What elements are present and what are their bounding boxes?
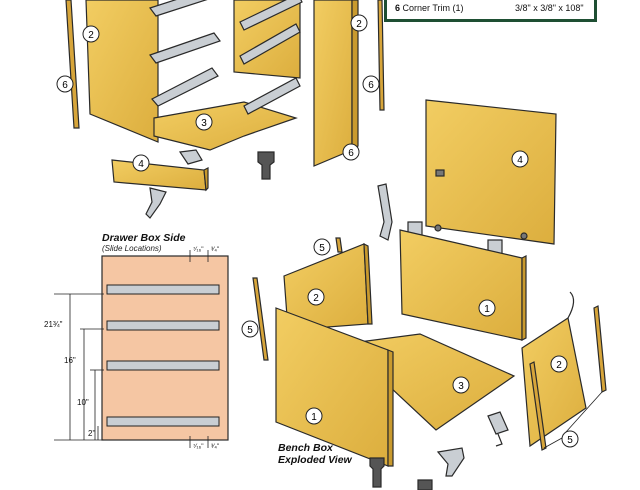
svg-text:2: 2 — [88, 30, 94, 41]
corner-trim — [335, 237, 343, 253]
leveler-foot — [369, 457, 385, 488]
callout-4: 4 — [511, 150, 529, 168]
lid-panel — [425, 99, 557, 245]
callout-2: 2 — [550, 355, 568, 373]
lid-stay-hinge — [377, 183, 393, 241]
drawer-slide — [151, 67, 219, 107]
part-number: 6 — [395, 3, 401, 13]
drawer-slide — [149, 32, 221, 64]
callout-2: 2 — [350, 14, 368, 32]
leveler-foot — [417, 479, 433, 490]
bench-box-title: Bench Box Exploded View — [278, 442, 352, 466]
svg-text:6: 6 — [348, 148, 354, 159]
corner-trim — [593, 305, 607, 393]
dim-2: 2" — [88, 429, 96, 438]
callout-3: 3 — [195, 113, 213, 131]
side-panel-right — [313, 0, 353, 167]
side-panel-right-bench — [521, 317, 587, 448]
hinge-small — [178, 149, 203, 165]
leveler-foot — [257, 151, 275, 180]
drawer-slide — [239, 0, 303, 31]
caster-leg — [145, 187, 167, 219]
svg-text:5: 5 — [319, 243, 325, 254]
callout-5: 5 — [241, 320, 259, 338]
callout-5: 5 — [561, 430, 579, 448]
corner-trim-left — [65, 0, 80, 129]
callout-2: 2 — [82, 25, 100, 43]
hinge-plate — [487, 411, 509, 435]
drawer-side-subtitle: (Slide Locations) — [102, 244, 162, 253]
callout-5: 5 — [313, 238, 331, 256]
caster-leg — [436, 447, 465, 477]
rail-front — [111, 159, 207, 191]
svg-text:4: 4 — [517, 155, 523, 166]
svg-text:2: 2 — [313, 293, 319, 304]
bench-box-title-line2: Exploded View — [278, 454, 352, 466]
drawer-slide — [149, 0, 208, 17]
back-panel — [399, 229, 523, 341]
svg-text:6: 6 — [368, 80, 374, 91]
svg-text:3: 3 — [201, 118, 207, 129]
corner-trim-right — [377, 0, 385, 111]
part-dimensions: 3/8" x 3/8" x 108" — [515, 3, 584, 13]
parts-list-row-corner-trim: 6 Corner Trim (1) 3/8" x 3/8" x 108" — [395, 3, 591, 13]
svg-text:1: 1 — [311, 412, 317, 423]
drawer-side-slide — [106, 284, 220, 427]
svg-text:2: 2 — [356, 19, 362, 30]
bench-box-title-line1: Bench Box — [278, 442, 333, 454]
drawer-slide — [239, 23, 301, 65]
dim-16: 16" — [64, 356, 76, 365]
corner-trim — [529, 361, 547, 451]
part-name: Corner Trim (1) — [402, 3, 464, 13]
callout-4: 4 — [132, 154, 150, 172]
svg-text:5: 5 — [247, 325, 253, 336]
callouts-top: 2 6 2 6 3 6 4 — [56, 14, 380, 172]
svg-text:1: 1 — [484, 304, 490, 315]
drawer-slide — [243, 77, 301, 115]
dim-bottom-a: ⁷⁄₁₆" — [193, 443, 204, 450]
callout-6: 6 — [342, 143, 360, 161]
drawer-side-panel — [54, 250, 229, 448]
corner-trim — [252, 277, 269, 361]
callout-6: 6 — [56, 75, 74, 93]
cabinet-top-assembly — [65, 0, 385, 219]
bench-box-assembly — [252, 229, 607, 490]
callout-1: 1 — [478, 299, 496, 317]
callout-2: 2 — [307, 288, 325, 306]
svg-text:3: 3 — [458, 381, 464, 392]
svg-text:2: 2 — [556, 360, 562, 371]
side-panel-left — [85, 0, 159, 143]
parts-list-box: 6 Corner Trim (1) 3/8" x 3/8" x 108" — [384, 0, 597, 22]
callout-6: 6 — [362, 75, 380, 93]
dim-top-a: ⁷⁄₁₆" — [193, 246, 204, 253]
callout-1: 1 — [305, 407, 323, 425]
dim-10: 10" — [77, 398, 89, 407]
bottom-panel — [153, 101, 298, 151]
drawer-side-title: Drawer Box Side — [102, 232, 186, 244]
svg-text:6: 6 — [62, 80, 68, 91]
dim-bottom-b: ³⁄₄" — [211, 443, 220, 450]
dim-total: 21¾" — [44, 320, 63, 329]
callouts-bench: 5 2 5 1 3 1 2 5 — [241, 238, 579, 448]
dim-top-b: ³⁄₄" — [211, 246, 220, 253]
svg-text:4: 4 — [138, 159, 144, 170]
callout-3: 3 — [452, 376, 470, 394]
svg-text:5: 5 — [567, 435, 573, 446]
